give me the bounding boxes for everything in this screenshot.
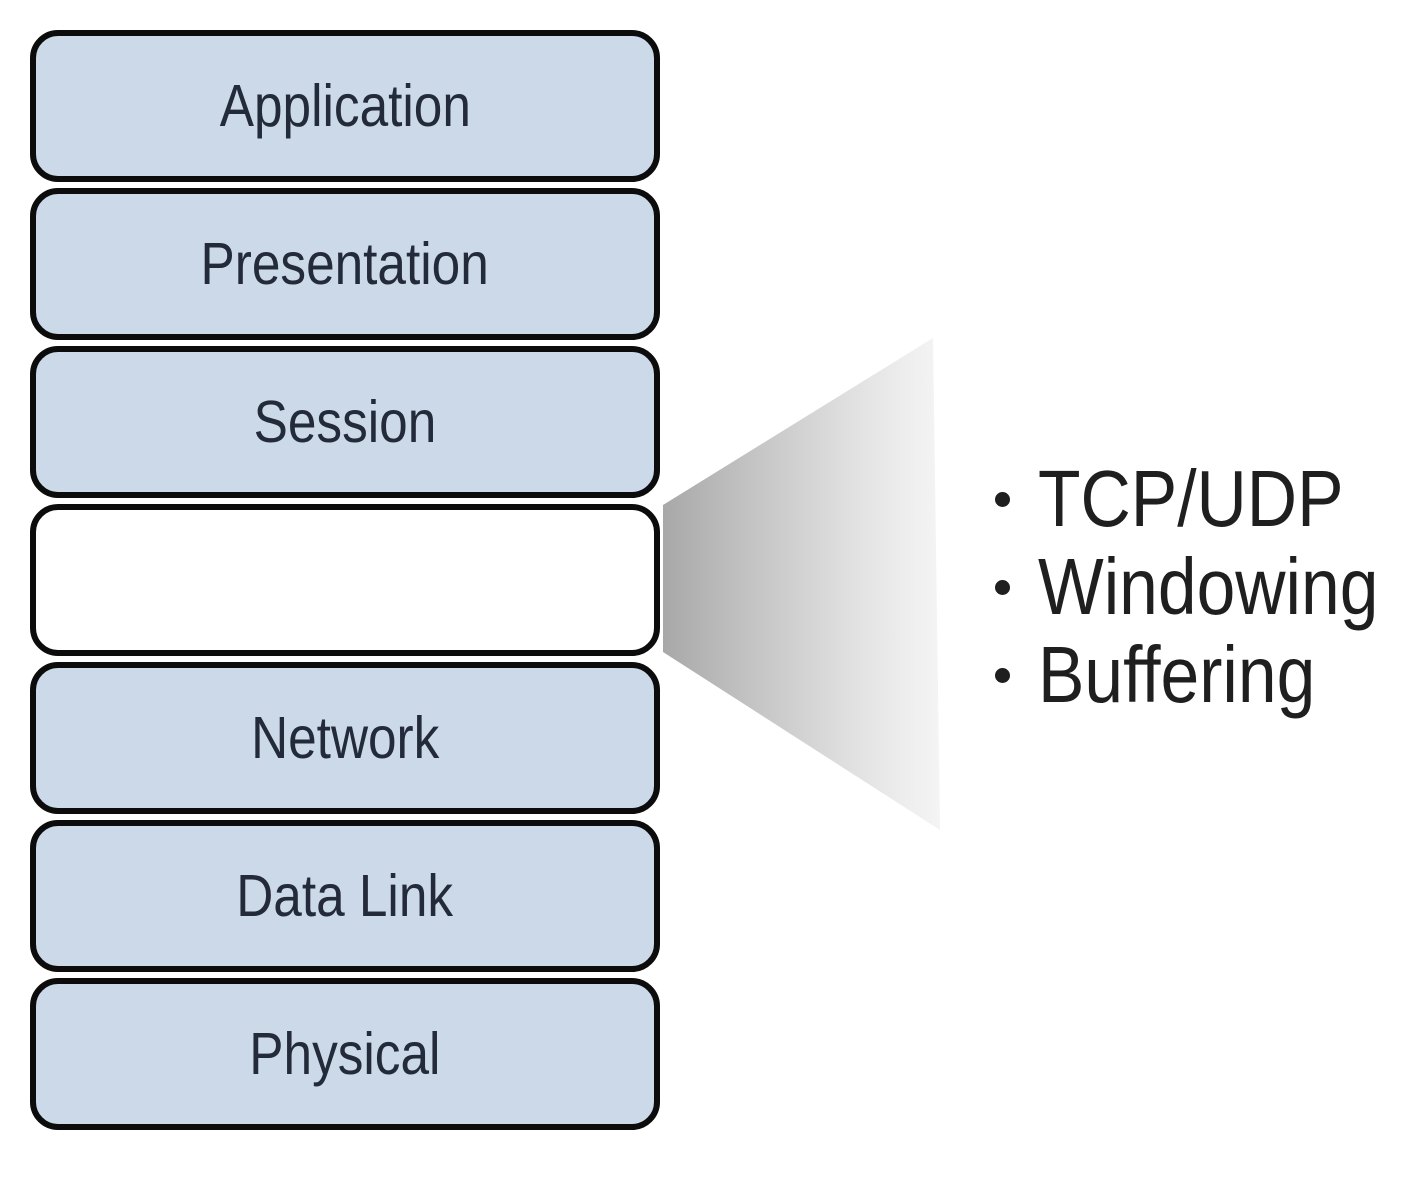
layer-box-session: Session bbox=[30, 346, 660, 498]
bullet-text-buffering: Buffering bbox=[1038, 630, 1316, 719]
layer-label-physical: Physical bbox=[249, 1020, 441, 1087]
bullet-dot-icon bbox=[995, 579, 1010, 595]
callout-bullet-list: TCP/UDP Windowing Buffering bbox=[995, 455, 1417, 719]
callout-funnel-shape bbox=[663, 338, 940, 830]
bullet-dot-icon bbox=[995, 491, 1010, 507]
layer-label-application: Application bbox=[219, 72, 471, 139]
layer-label-network: Network bbox=[250, 704, 440, 771]
layer-label-presentation: Presentation bbox=[200, 230, 490, 297]
layer-box-network: Network bbox=[30, 662, 660, 814]
layer-box-presentation: Presentation bbox=[30, 188, 660, 340]
layer-label-session: Session bbox=[253, 388, 437, 455]
bullet-text-tcp-udp: TCP/UDP bbox=[1038, 454, 1344, 543]
bullet-text-windowing: Windowing bbox=[1038, 542, 1379, 631]
layer-label-data-link: Data Link bbox=[236, 862, 454, 929]
bullet-item-buffering: Buffering bbox=[995, 631, 1417, 719]
layer-box-physical: Physical bbox=[30, 978, 660, 1130]
layer-box-blank bbox=[30, 504, 660, 656]
bullet-dot-icon bbox=[995, 667, 1010, 683]
layer-box-data-link: Data Link bbox=[30, 820, 660, 972]
layer-box-application: Application bbox=[30, 30, 660, 182]
bullet-item-tcp-udp: TCP/UDP bbox=[995, 455, 1417, 543]
bullet-item-windowing: Windowing bbox=[995, 543, 1417, 631]
